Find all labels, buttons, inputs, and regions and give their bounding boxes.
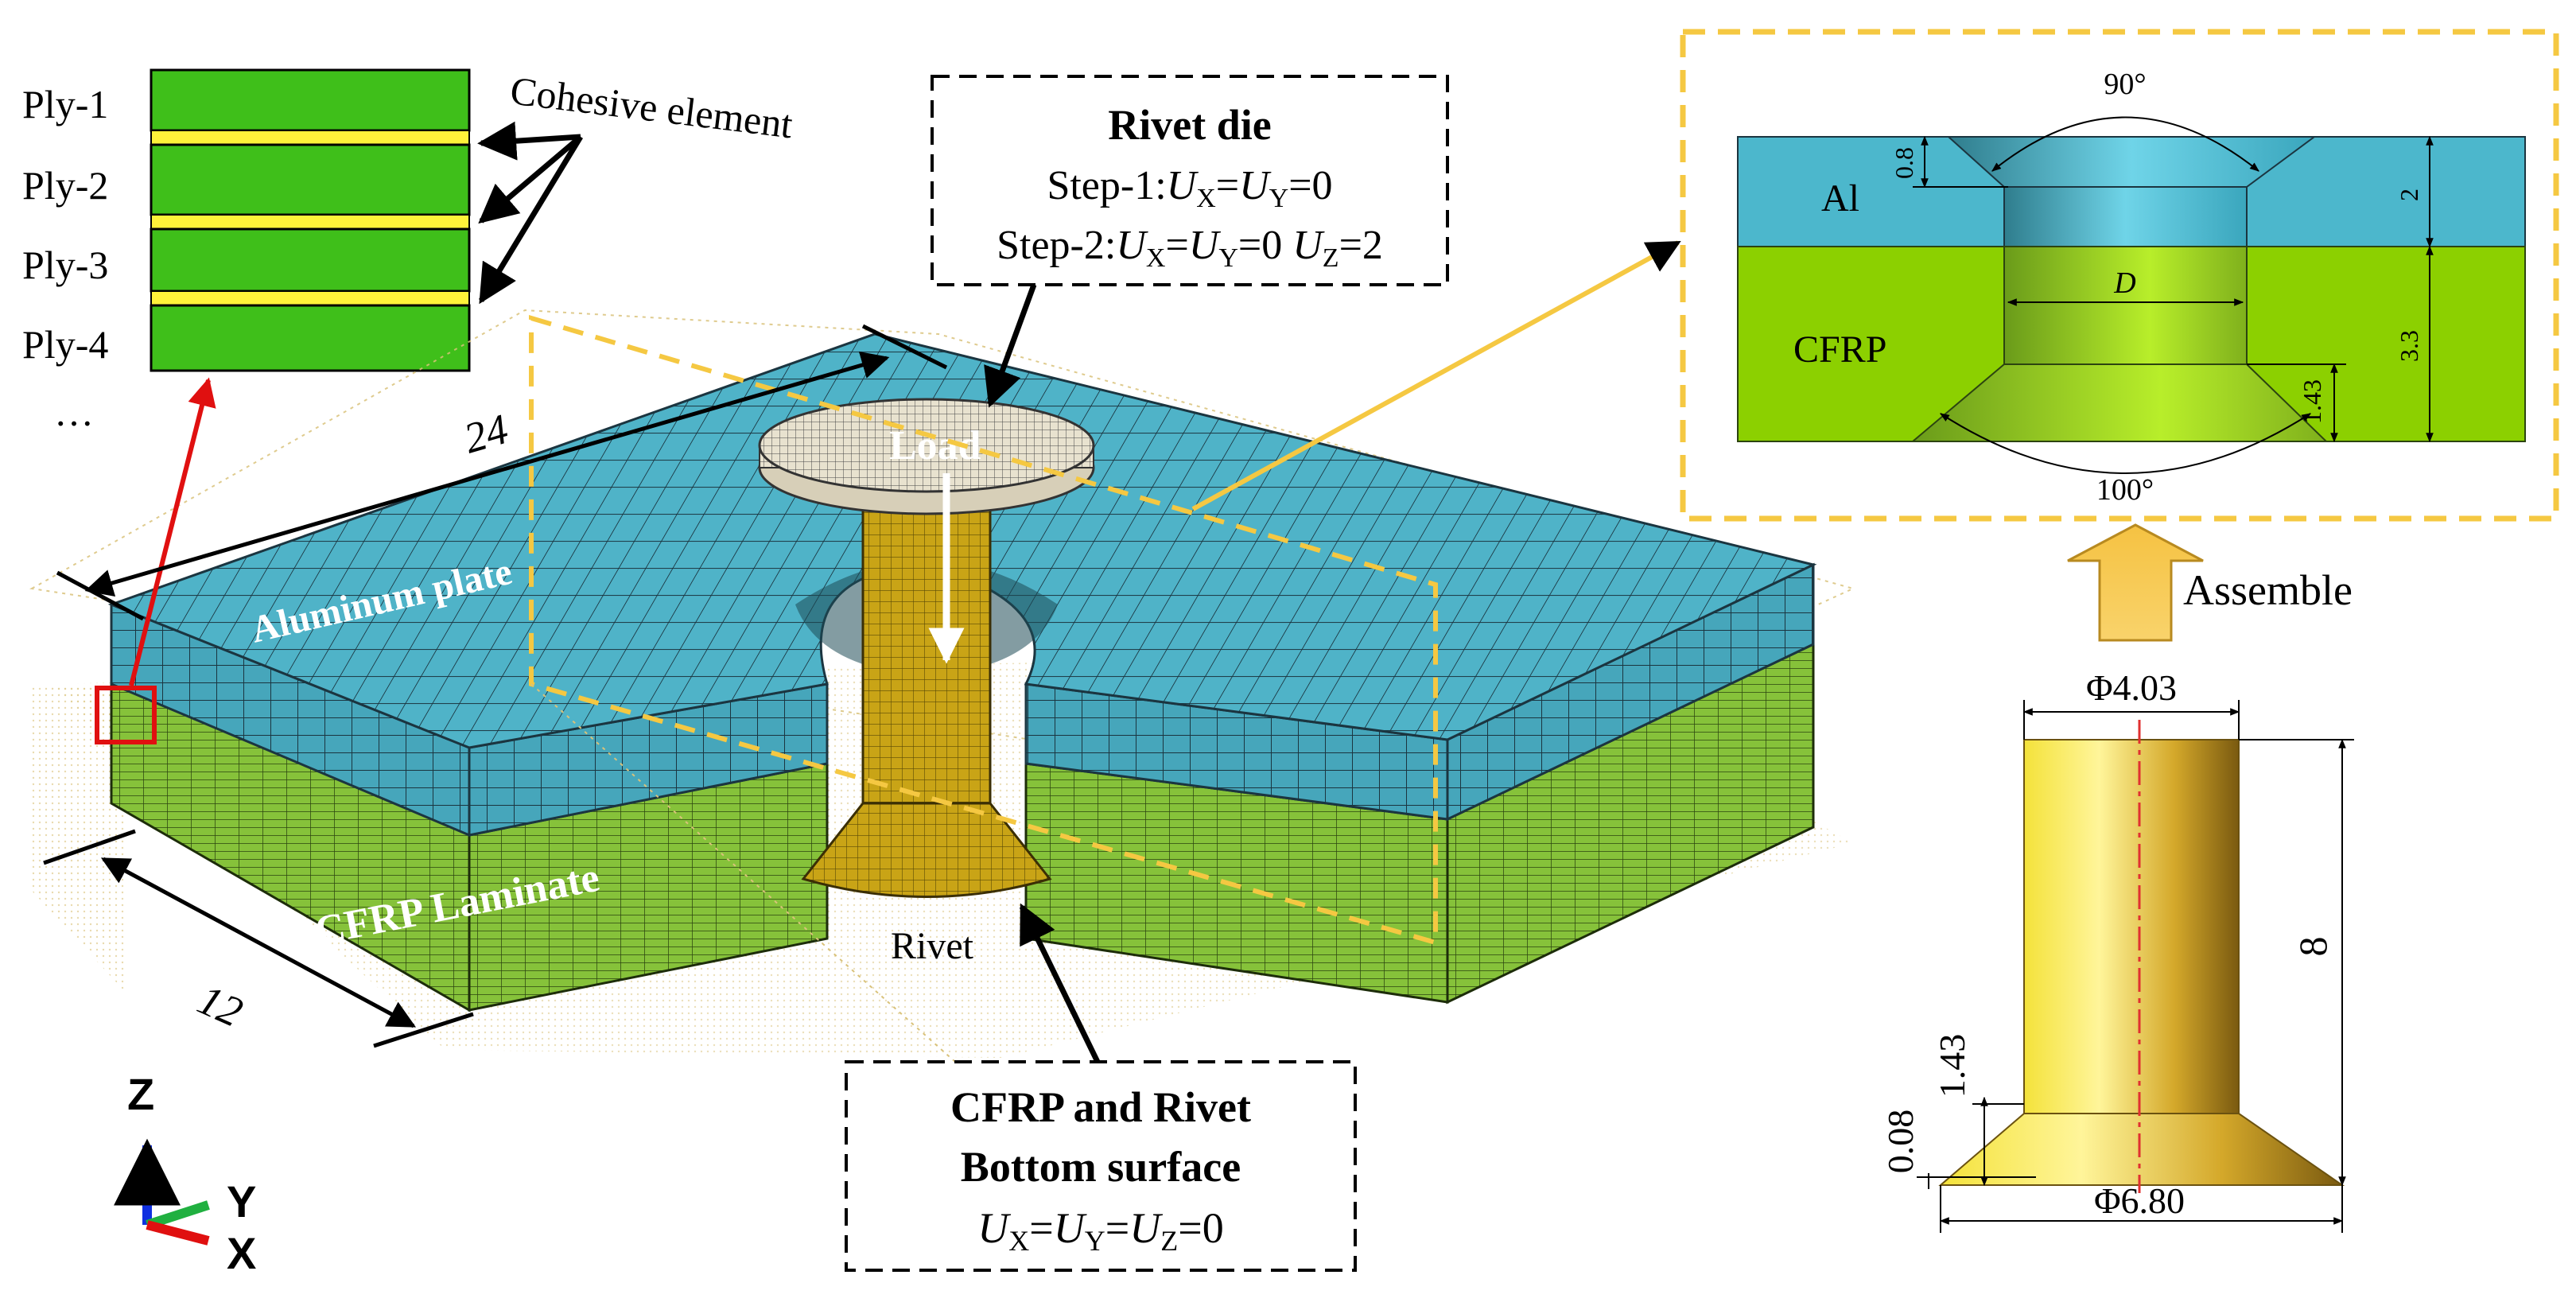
rivet-drawing: Φ4.03 8 1.43 0.08 Φ6.80 — [1880, 667, 2354, 1233]
cohesive-pointer-arrow — [479, 135, 583, 305]
ply-2-layer — [150, 143, 471, 216]
rivet-head-drawing — [1938, 1113, 2345, 1186]
axis-y-label: Y — [227, 1176, 256, 1226]
angle-100-label: 100° — [2096, 473, 2154, 507]
rivet-die-box — [931, 75, 1449, 286]
assemble-indicator: Assemble — [2067, 523, 2353, 642]
lip-label: 0.08 — [1880, 1110, 1921, 1174]
ply-label: Ply-3 — [22, 243, 108, 287]
ply-stack: Ply-1 Ply-2 Ply-3 Ply-4 … Cohesive eleme… — [22, 68, 795, 434]
section-hole-al — [2003, 186, 2248, 247]
dimension-12-ext — [373, 1012, 474, 1048]
cohesive-pointer-arrow — [478, 134, 583, 224]
section-plane-line — [530, 683, 1059, 1154]
y-axis-arrow — [146, 1200, 210, 1230]
top-diameter-label: Φ4.03 — [2086, 667, 2177, 708]
ply-4-layer — [150, 304, 471, 372]
axis-z-label: Z — [127, 1069, 154, 1119]
rivet-label: Rivet — [891, 925, 974, 967]
ply-label: … — [54, 390, 94, 434]
rivet-die-pointer-arrow — [984, 283, 1037, 408]
cohesive-layer-2 — [150, 214, 470, 230]
cohesive-element-label: Cohesive element — [508, 68, 795, 146]
bc-line1: CFRP and Rivet — [950, 1083, 1251, 1131]
section-cfrp-label: CFRP — [1793, 328, 1886, 371]
axis-triad: Z Y X — [114, 1069, 256, 1278]
assemble-arrow — [2067, 523, 2204, 642]
angle-90-label: 90° — [2104, 68, 2146, 101]
cohesive-pointer-arrow — [477, 121, 581, 161]
angle-100-arc — [1939, 413, 2312, 474]
cohesive-layer-3 — [150, 290, 470, 306]
ply-1-layer — [150, 68, 471, 132]
dimension-12-ext — [43, 829, 136, 865]
ply-label: Ply-1 — [22, 82, 108, 126]
rivet-die-title: Rivet die — [1108, 101, 1271, 149]
dimension-24-label: 24 — [459, 405, 513, 463]
section-al-label: Al — [1821, 177, 1859, 220]
bc-box — [845, 1060, 1357, 1272]
cohesive-layer-1 — [150, 130, 470, 146]
dimension-24-ext — [861, 324, 948, 370]
fe-model: Load Aluminum plate CFRP Laminate Rivet … — [43, 314, 1817, 1154]
height-label: 8 — [2290, 937, 2335, 957]
bc-line3: UX=UY=UZ=0 — [977, 1204, 1223, 1257]
ply-3-layer — [150, 227, 471, 293]
ply-label: Ply-4 — [22, 322, 108, 367]
x-axis-arrow — [146, 1220, 210, 1246]
bc-line2: Bottom surface — [961, 1143, 1241, 1191]
d-dimension-label: D — [2113, 266, 2135, 300]
dimension-12-line — [100, 857, 417, 1028]
bc-pointer-arrow — [1019, 903, 1101, 1063]
dim-33-label: 3.3 — [2395, 330, 2423, 362]
section-detail: 90° 100° D Al CFRP 0.8 2 3.3 1.43 — [1191, 29, 2559, 522]
rivet-tail — [801, 802, 1052, 898]
assemble-label: Assemble — [2183, 566, 2353, 614]
angle-90-arc — [1991, 116, 2259, 172]
head-height-label: 1.43 — [1932, 1034, 1972, 1098]
rivet-die-step1: Step-1:UX=UY=0 — [1047, 163, 1332, 213]
rivet-shank — [861, 507, 992, 813]
rivet-shank-drawing — [2023, 739, 2240, 1114]
ply-label: Ply-2 — [22, 163, 108, 208]
axis-x-label: X — [227, 1228, 256, 1278]
dim-08-label: 0.8 — [1890, 147, 1918, 179]
dimension-24-ext — [56, 570, 145, 621]
rivet-die-callout: Rivet die Step-1:UX=UY=0 Step-2:UX=UY=0 … — [931, 75, 1449, 408]
section-link-arrow — [1191, 240, 1681, 511]
dim-143-label: 1.43 — [2298, 379, 2326, 424]
bottom-diameter-label: Φ6.80 — [2094, 1180, 2185, 1221]
dimension-12-label: 12 — [191, 975, 250, 1036]
section-hole-cfrp — [2003, 246, 2248, 365]
dimension-24-line — [84, 351, 890, 597]
bc-callout: CFRP and Rivet Bottom surface UX=UY=UZ=0 — [845, 903, 1357, 1272]
rivet-die-step2: Step-2:UX=UY=0 UZ=2 — [997, 223, 1383, 273]
dim-2-label: 2 — [2395, 189, 2423, 201]
ply-location-marker — [95, 686, 157, 744]
